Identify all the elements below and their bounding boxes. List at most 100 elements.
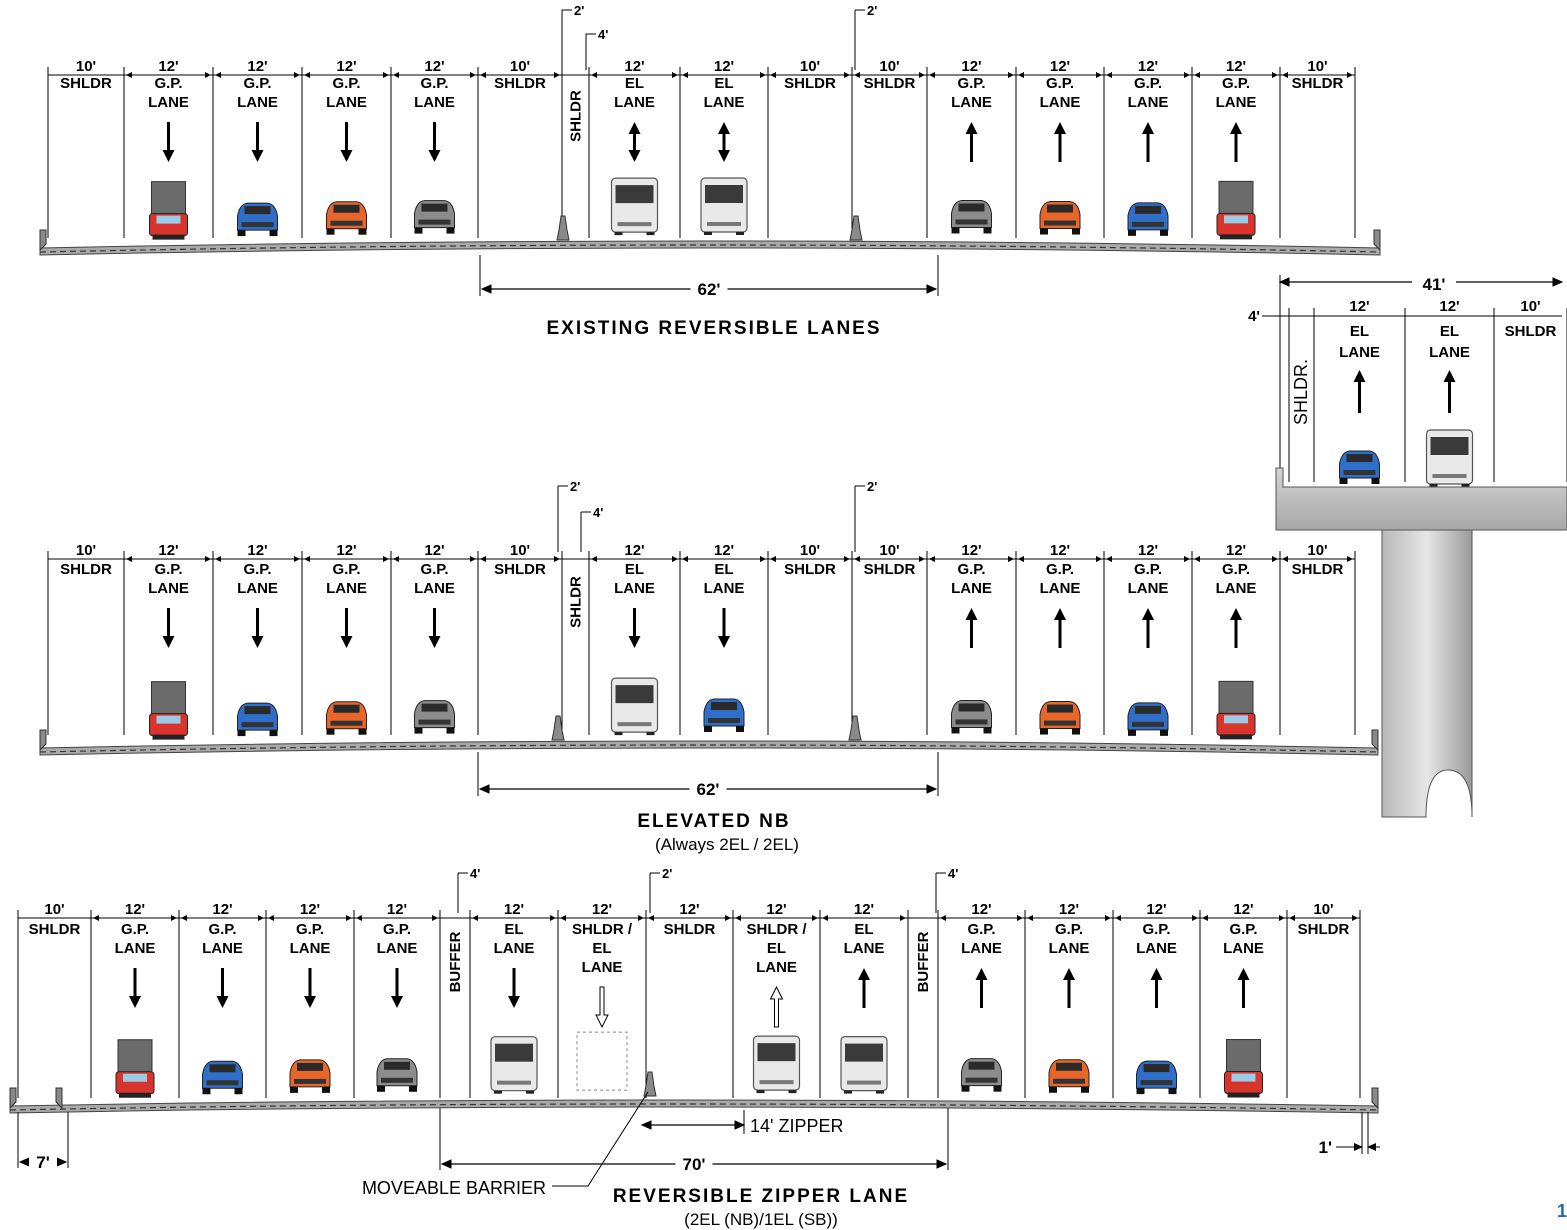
span-dimension-gap bbox=[675, 1154, 713, 1174]
span-dimension: 70' bbox=[683, 1155, 706, 1174]
vehicle-car-blue-windshield bbox=[244, 706, 271, 715]
lane-16: 10'SHLDR bbox=[1282, 542, 1353, 578]
tick-arrow bbox=[648, 915, 654, 921]
elevated-title: ELEVATED NB bbox=[637, 811, 790, 832]
vehicle-car-blue-windshield bbox=[711, 702, 737, 711]
tick-arrow bbox=[1184, 556, 1190, 562]
lane-label-line2: LANE bbox=[494, 940, 535, 957]
tick-arrow bbox=[682, 556, 688, 562]
lane-width: 12' bbox=[1226, 58, 1246, 75]
lane-label: BUFFER bbox=[915, 931, 932, 992]
lane-2: 12'G.P.LANE bbox=[126, 58, 211, 240]
lane-width: 12' bbox=[714, 58, 734, 75]
lane-3: 12'G.P.LANE bbox=[215, 58, 300, 237]
left-curb bbox=[9, 1087, 17, 1110]
up-arrow-icon bbox=[965, 608, 978, 620]
lane-width: 12' bbox=[592, 901, 612, 918]
vehicle-car-blue-grille bbox=[1132, 721, 1164, 727]
tick-arrow bbox=[638, 915, 644, 921]
lane-width: 10' bbox=[76, 58, 96, 75]
vehicle-car-gray-wheel bbox=[377, 1085, 385, 1092]
lane-width: 10' bbox=[879, 542, 899, 559]
lane-label-line2: LANE bbox=[704, 580, 745, 597]
span-dimension-gap bbox=[689, 779, 727, 799]
lane-label-line3: LANE bbox=[756, 959, 797, 976]
vehicle-car-orange-windshield bbox=[333, 704, 360, 713]
left-curb bbox=[39, 229, 47, 252]
vehicle-car-gray-wheel bbox=[951, 727, 960, 734]
vehicle-car-orange-wheel bbox=[1072, 728, 1080, 735]
tick-arrow bbox=[1289, 915, 1295, 921]
elevated-nb-section: 10'SHLDR12'G.P.LANE12'G.P.LANE12'G.P.LAN… bbox=[39, 479, 1379, 799]
vehicle-car-orange-grille bbox=[1053, 1078, 1085, 1084]
tick-arrow bbox=[1194, 72, 1200, 78]
lane-label: G.P. bbox=[243, 75, 271, 92]
lane-label-line2: EL bbox=[592, 940, 611, 957]
tick-arrow bbox=[682, 72, 688, 78]
left-inner-barrier bbox=[55, 1087, 63, 1110]
lane-width: 12' bbox=[300, 901, 320, 918]
lane-6: BUFFER bbox=[447, 931, 464, 992]
zipper-dimension: 14' ZIPPER bbox=[750, 1116, 843, 1136]
lane-label-line2: LANE bbox=[1216, 94, 1257, 111]
lane-label-line2: LANE bbox=[237, 94, 278, 111]
lane-label-line2: LANE bbox=[951, 94, 992, 111]
right-curb bbox=[1371, 1087, 1379, 1110]
lane-width: 10' bbox=[510, 542, 530, 559]
lane-14: 12'G.P.LANE bbox=[1106, 58, 1190, 236]
tick-arrow bbox=[929, 556, 935, 562]
lane-label-line2: LANE bbox=[414, 94, 455, 111]
lane-6: 10'SHLDR bbox=[480, 542, 560, 578]
vehicle-bus-wheel bbox=[1429, 484, 1438, 487]
pavement bbox=[39, 240, 1381, 256]
tick-arrow bbox=[919, 556, 925, 562]
vehicle-car-orange-windshield bbox=[1047, 704, 1073, 713]
vehicle-truck-bumper bbox=[152, 734, 185, 740]
vehicle-car-orange-wheel bbox=[1049, 1086, 1057, 1093]
vehicle-bus-wheel bbox=[526, 1090, 534, 1094]
hollow-up-arrow-icon bbox=[769, 985, 784, 1028]
callout-2ft: 2' bbox=[662, 866, 672, 881]
moveable-barrier bbox=[643, 1071, 657, 1097]
down-arrow-icon bbox=[340, 150, 353, 162]
vehicle-car-blue-grille bbox=[206, 1080, 239, 1086]
tick-arrow bbox=[472, 915, 478, 921]
lane-label: SHLDR bbox=[60, 75, 112, 92]
tick-arrow bbox=[181, 915, 187, 921]
lane-width: 12' bbox=[125, 901, 145, 918]
tick-arrow bbox=[591, 72, 597, 78]
lane-label: G.P. bbox=[1142, 921, 1170, 938]
vehicle-car-orange-wheel bbox=[1040, 228, 1048, 235]
lane-label: SHLDR bbox=[60, 561, 112, 578]
vehicle-bus-grille bbox=[617, 722, 652, 727]
tick-arrow bbox=[383, 72, 389, 78]
tick-arrow bbox=[294, 72, 300, 78]
lane-3: 12'G.P.LANE bbox=[181, 901, 264, 1095]
lane-16: 10'SHLDR bbox=[1282, 58, 1353, 92]
lane-width: 12' bbox=[424, 542, 444, 559]
pavement-dashes bbox=[39, 744, 1379, 753]
existing-reversible-section: 10'SHLDR12'G.P.LANE12'G.P.LANE12'G.P.LAN… bbox=[39, 3, 1381, 299]
vehicle-car-gray-grille bbox=[955, 719, 988, 725]
callout-2ft: 2' bbox=[570, 479, 580, 494]
lane-width: 12' bbox=[1050, 542, 1070, 559]
callout-2ft: 2' bbox=[574, 3, 584, 18]
lane-label-line2: LANE bbox=[326, 580, 367, 597]
vehicle-car-blue-windshield bbox=[1346, 454, 1373, 462]
lane-width: 10' bbox=[76, 542, 96, 559]
vehicle-car-blue-wheel bbox=[234, 1088, 243, 1095]
lane-label: G.P. bbox=[1134, 75, 1162, 92]
tick-arrow bbox=[126, 72, 132, 78]
lane-5: 12'G.P.LANE bbox=[393, 542, 476, 734]
lane-label: EL bbox=[854, 921, 873, 938]
lane-width: 12' bbox=[1439, 298, 1459, 315]
vehicle-car-gray-wheel bbox=[414, 227, 423, 234]
vehicle-bus-wheel bbox=[1461, 484, 1470, 487]
tick-arrow bbox=[1008, 556, 1014, 562]
vehicle-ghost-outline bbox=[576, 1031, 628, 1091]
median-barrier bbox=[848, 715, 862, 741]
lane-3: 12'G.P.LANE bbox=[215, 542, 300, 737]
vehicle-truck-windshield bbox=[1231, 1073, 1256, 1082]
